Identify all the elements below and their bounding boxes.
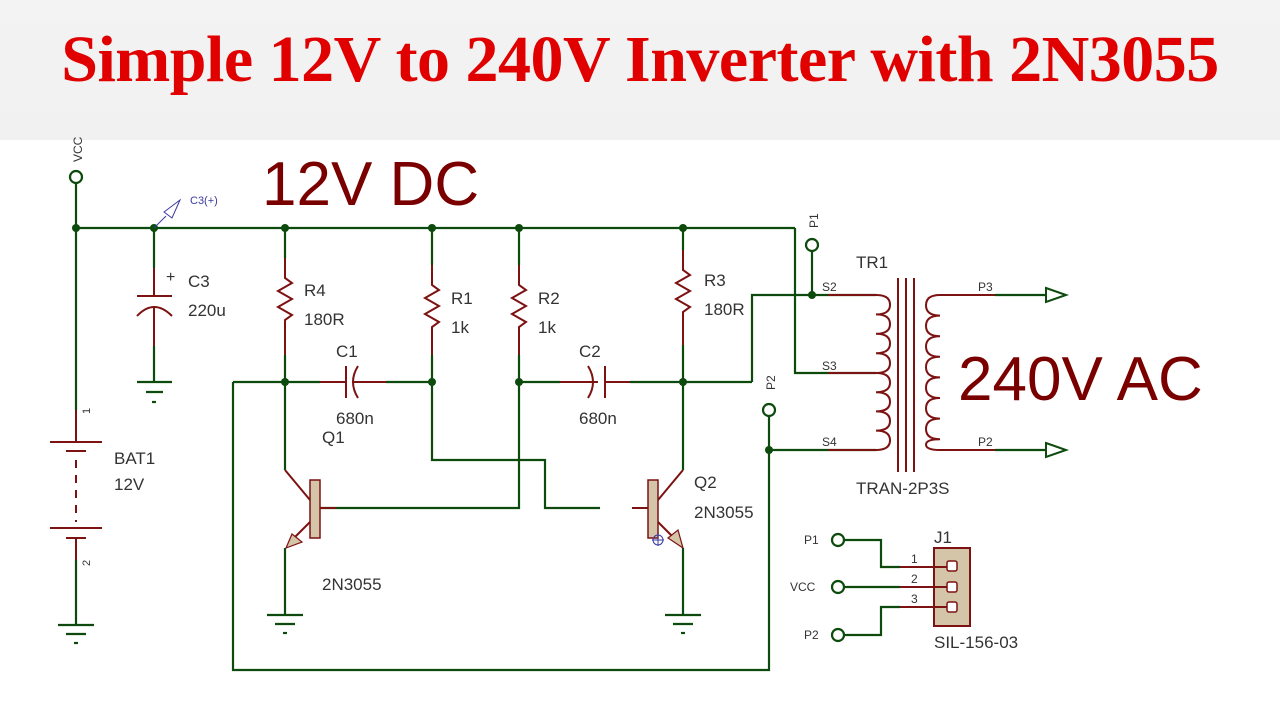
c2-ref: C2	[579, 342, 601, 361]
tr1-pin-p2: P2	[978, 435, 993, 449]
r1-ref: R1	[451, 289, 473, 308]
p1-terminal[interactable]: P1	[807, 213, 821, 228]
vcc-terminal[interactable]: VCC	[68, 136, 85, 228]
j1-pin-2: 2	[911, 572, 918, 586]
p1-terminal-label: P1	[807, 213, 821, 228]
r2-ref: R2	[538, 289, 560, 308]
resistor-r1[interactable]: R1 1k	[422, 228, 473, 382]
ground-icon	[267, 613, 303, 635]
connector-j1[interactable]: J1 SIL-156-03 P1 1 VCC 2 P2 3	[790, 528, 1018, 652]
output-port-p3[interactable]	[995, 286, 1070, 304]
ac-annotation: 240V AC	[958, 345, 1203, 414]
dc-annotation: 12V DC	[262, 150, 479, 219]
q2-part: 2N3055	[694, 503, 754, 522]
c3-polarity: +	[166, 269, 175, 286]
p2-terminal-label: P2	[764, 375, 778, 390]
transistor-q1[interactable]: Q1 2N3055	[283, 382, 382, 615]
c3-value: 220u	[188, 301, 226, 320]
q1-ref: Q1	[322, 428, 345, 447]
battery-bat1[interactable]: 1 2 BAT1 12V	[50, 228, 155, 625]
resistor-r4[interactable]: R4 180R	[275, 228, 345, 382]
battery-pin2: 2	[81, 560, 93, 566]
r4-value: 180R	[304, 310, 345, 329]
r1-value: 1k	[451, 318, 469, 337]
transformer-tr1[interactable]: TR1 S2 S3 S4 P3 P2 TRAN-2P3S	[822, 253, 995, 498]
output-port-p2[interactable]	[995, 441, 1070, 459]
j1-net-vcc: VCC	[790, 580, 816, 594]
probe-label: C3(+)	[190, 195, 218, 207]
battery-pin1: 1	[81, 408, 93, 414]
q2-ref: Q2	[694, 473, 717, 492]
r3-ref: R3	[704, 271, 726, 290]
capacitor-c1[interactable]: C1 680n	[320, 342, 386, 428]
c2-value: 680n	[579, 409, 617, 428]
j1-net-p2: P2	[804, 628, 819, 642]
j1-part: SIL-156-03	[934, 633, 1018, 652]
tr1-pin-s3: S3	[822, 359, 837, 373]
vcc-terminal-label: VCC	[71, 136, 85, 162]
tr1-pin-p3: P3	[978, 280, 993, 294]
j1-ref: J1	[934, 528, 952, 547]
j1-pin-1: 1	[911, 552, 918, 566]
capacitor-c2[interactable]: C2 680n	[560, 342, 630, 428]
r4-ref: R4	[304, 281, 326, 300]
tr1-part: TRAN-2P3S	[856, 479, 950, 498]
c1-value: 680n	[336, 409, 374, 428]
ground-icon	[137, 380, 172, 404]
resistor-r2[interactable]: R2 1k	[509, 228, 560, 382]
r2-value: 1k	[538, 318, 556, 337]
ground-icon	[58, 623, 94, 645]
tr1-ref: TR1	[856, 253, 888, 272]
battery-value: 12V	[114, 475, 145, 494]
c1-ref: C1	[336, 342, 358, 361]
j1-net-p1: P1	[804, 533, 819, 547]
capacitor-c3[interactable]: + C3 220u	[136, 228, 226, 382]
c3-ref: C3	[188, 272, 210, 291]
resistor-r3[interactable]: R3 180R	[673, 228, 745, 382]
j1-pin-3: 3	[911, 592, 918, 606]
transistor-q2[interactable]: Q2 2N3055	[632, 382, 754, 615]
page-title: Simple 12V to 240V Inverter with 2N3055	[61, 23, 1219, 96]
p2-terminal[interactable]: P2	[764, 375, 778, 390]
battery-ref: BAT1	[114, 449, 155, 468]
title-banner: Simple 12V to 240V Inverter with 2N3055	[0, 0, 1280, 140]
ground-icon	[665, 613, 701, 635]
voltage-probe[interactable]: C3(+)	[153, 195, 218, 229]
q1-part: 2N3055	[322, 575, 382, 594]
tr1-pin-s2: S2	[822, 280, 837, 294]
r3-value: 180R	[704, 300, 745, 319]
tr1-pin-s4: S4	[822, 435, 837, 449]
